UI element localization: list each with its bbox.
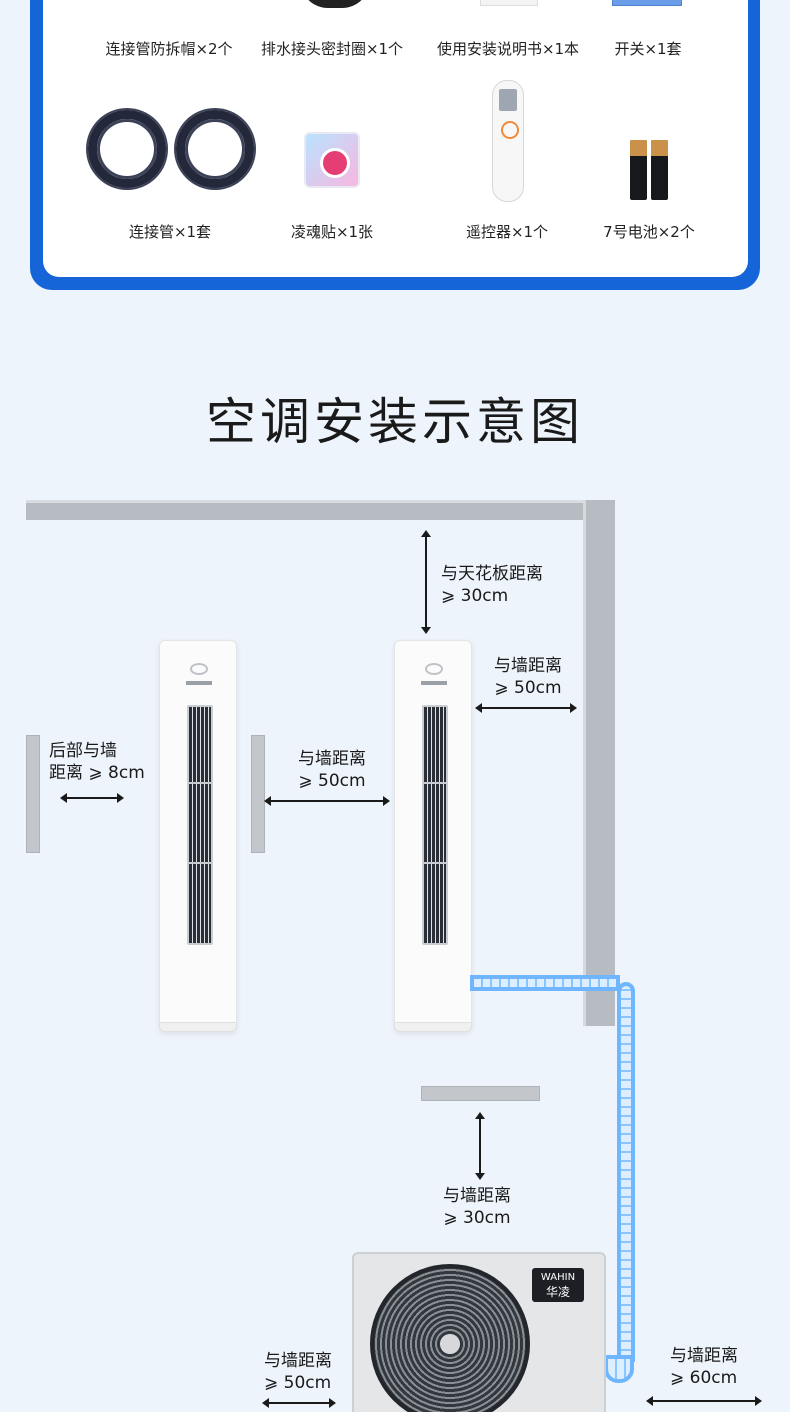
unit-base (159, 1022, 237, 1032)
sticker-image (304, 132, 360, 188)
brand-logo-icon (425, 663, 443, 675)
battery-image (651, 140, 668, 200)
air-outlet-grille (187, 705, 213, 945)
ceiling-label: 与天花板距离 ⩾ 30cm (441, 564, 543, 606)
outdoor-wall-slab (421, 1086, 540, 1101)
side-wall-slab (251, 735, 265, 853)
rear-wall-arrow (60, 793, 124, 803)
brand-logo-icon (190, 663, 208, 675)
side-wall-right-label: 与墙距离 ⩾ 50cm (494, 656, 562, 698)
side-wall-right-arrow (475, 703, 577, 713)
outdoor-unit: WAHIN 华凌 (352, 1252, 606, 1412)
outdoor-right-arrow (646, 1396, 762, 1406)
switch-image (612, 0, 682, 6)
refrigerant-pipe-vertical (617, 982, 635, 1362)
remote-control-image (492, 80, 524, 202)
diagram-title: 空调安装示意图 (206, 393, 584, 451)
refrigerant-pipe-horizontal (470, 975, 620, 991)
accessory-label-pipe: 连接管×1套 (128, 223, 212, 241)
rear-wall-slab (26, 735, 40, 853)
manual-image (480, 0, 538, 6)
accessory-label-drain-seal: 排水接头密封圈×1个 (260, 40, 404, 58)
accessory-label-switch: 开关×1套 (614, 40, 682, 58)
accessory-label-battery: 7号电池×2个 (603, 223, 695, 241)
accessory-label-manual: 使用安装说明书×1本 (436, 40, 580, 58)
side-wall-mid-arrow (264, 796, 390, 806)
sealing-ring-image (300, 0, 370, 8)
accessory-label-sticker: 凌魂贴×1张 (290, 223, 374, 241)
right-wall (583, 500, 615, 1026)
outdoor-right-label: 与墙距离 ⩾ 60cm (670, 1346, 738, 1388)
connecting-pipe-image (176, 110, 254, 188)
fan-icon (370, 1264, 530, 1412)
side-wall-mid-label: 与墙距离 ⩾ 50cm (298, 749, 366, 791)
outdoor-left-arrow (262, 1398, 336, 1408)
display-panel (421, 681, 447, 685)
outdoor-top-arrow (475, 1112, 485, 1180)
air-outlet-grille (422, 705, 448, 945)
accessory-label-pipe-cap: 连接管防拆帽×2个 (105, 40, 233, 58)
outdoor-left-label: 与墙距离 ⩾ 50cm (264, 1351, 332, 1393)
accessory-label-remote: 遥控器×1个 (465, 223, 549, 241)
rear-wall-label: 后部与墙 距离 ⩾ 8cm (49, 741, 145, 783)
outdoor-top-label: 与墙距离 ⩾ 30cm (443, 1186, 511, 1228)
battery-image (630, 140, 647, 200)
ceiling-wall (26, 500, 614, 520)
connecting-pipe-image (88, 110, 166, 188)
indoor-unit-left (159, 640, 237, 1032)
unit-base (394, 1022, 472, 1032)
indoor-unit-right (394, 640, 472, 1032)
display-panel (186, 681, 212, 685)
refrigerant-pipe-elbow (604, 1355, 634, 1383)
ceiling-arrow (421, 530, 431, 634)
brand-badge: WAHIN 华凌 (532, 1268, 584, 1302)
